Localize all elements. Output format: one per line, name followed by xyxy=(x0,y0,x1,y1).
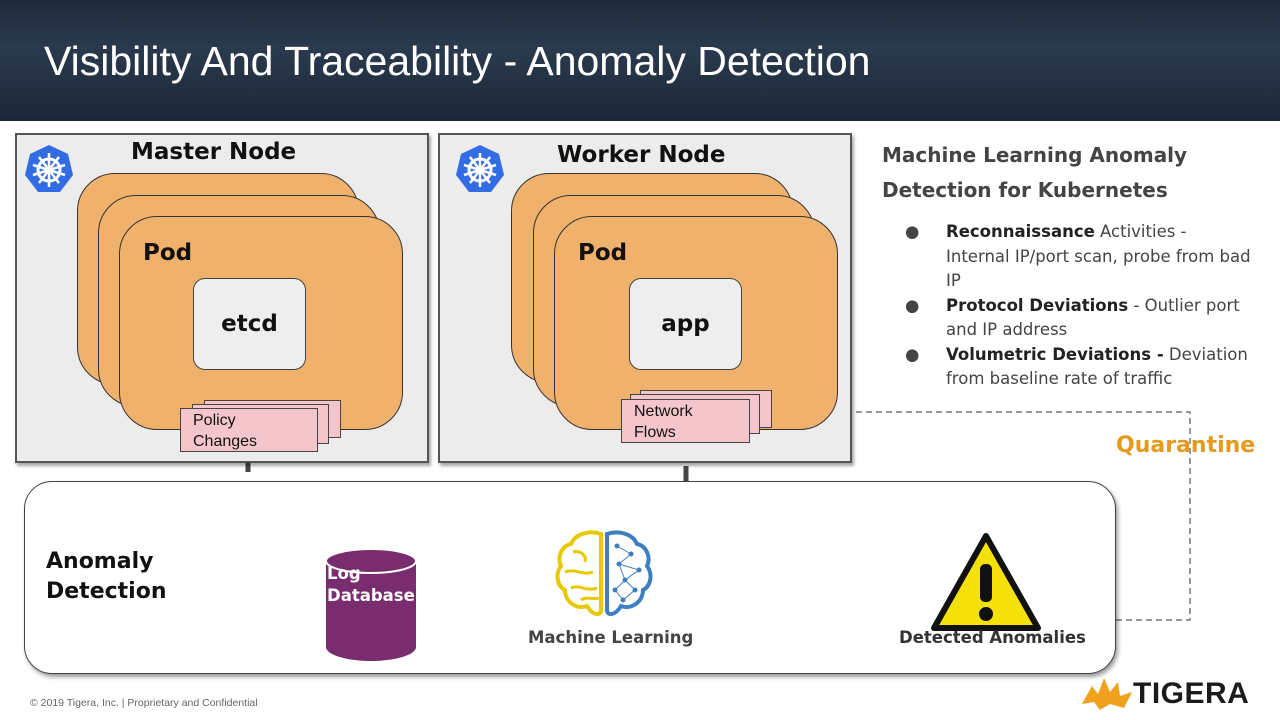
app-container: app xyxy=(629,278,742,370)
list-item: ●Reconnaissance Activities - Internal IP… xyxy=(905,222,1251,290)
pod-label: Pod xyxy=(578,240,628,266)
kubernetes-icon xyxy=(456,145,504,192)
database-icon xyxy=(325,548,417,661)
anomaly-detection-title: Anomaly Detection xyxy=(46,549,167,604)
policy-changes-label: Policy Changes xyxy=(193,412,258,450)
network-flows-doc xyxy=(621,399,750,443)
kubernetes-icon xyxy=(25,145,73,192)
network-flows-label: Network Flows xyxy=(634,403,693,441)
policy-changes-doc xyxy=(180,408,318,452)
log-database-label: Log Database xyxy=(327,564,415,605)
anomaly-type-list: ●Reconnaissance Activities - Internal IP… xyxy=(905,220,1255,392)
tigera-logo-text: TIGERA xyxy=(1133,677,1250,710)
list-item: ●Protocol Deviations - Outlier port and … xyxy=(905,295,1240,340)
quarantine-label: Quarantine xyxy=(1116,433,1256,458)
master-node-title: Master Node xyxy=(131,139,297,165)
pod-label: Pod xyxy=(143,240,193,266)
brain-icon xyxy=(555,530,653,617)
detected-anomalies-label: Detected Anomalies xyxy=(899,628,1086,647)
list-item: ●Volumetric Deviations - Deviation from … xyxy=(905,344,1248,389)
machine-learning-label: Machine Learning xyxy=(528,628,694,647)
warning-icon xyxy=(931,533,1041,631)
tiger-logo-icon xyxy=(1082,678,1132,710)
etcd-container: etcd xyxy=(193,278,306,370)
copyright-text: © 2019 Tigera, Inc. | Proprietary and Co… xyxy=(30,697,258,709)
anomaly-detection-panel xyxy=(24,481,1116,674)
info-heading: Machine Learning Anomaly Detection for K… xyxy=(882,143,1188,202)
worker-node-title: Worker Node xyxy=(557,142,726,168)
slide-title: Visibility And Traceability - Anomaly De… xyxy=(44,38,871,84)
quarantine-line xyxy=(848,411,1191,621)
header-bar xyxy=(0,0,1280,121)
